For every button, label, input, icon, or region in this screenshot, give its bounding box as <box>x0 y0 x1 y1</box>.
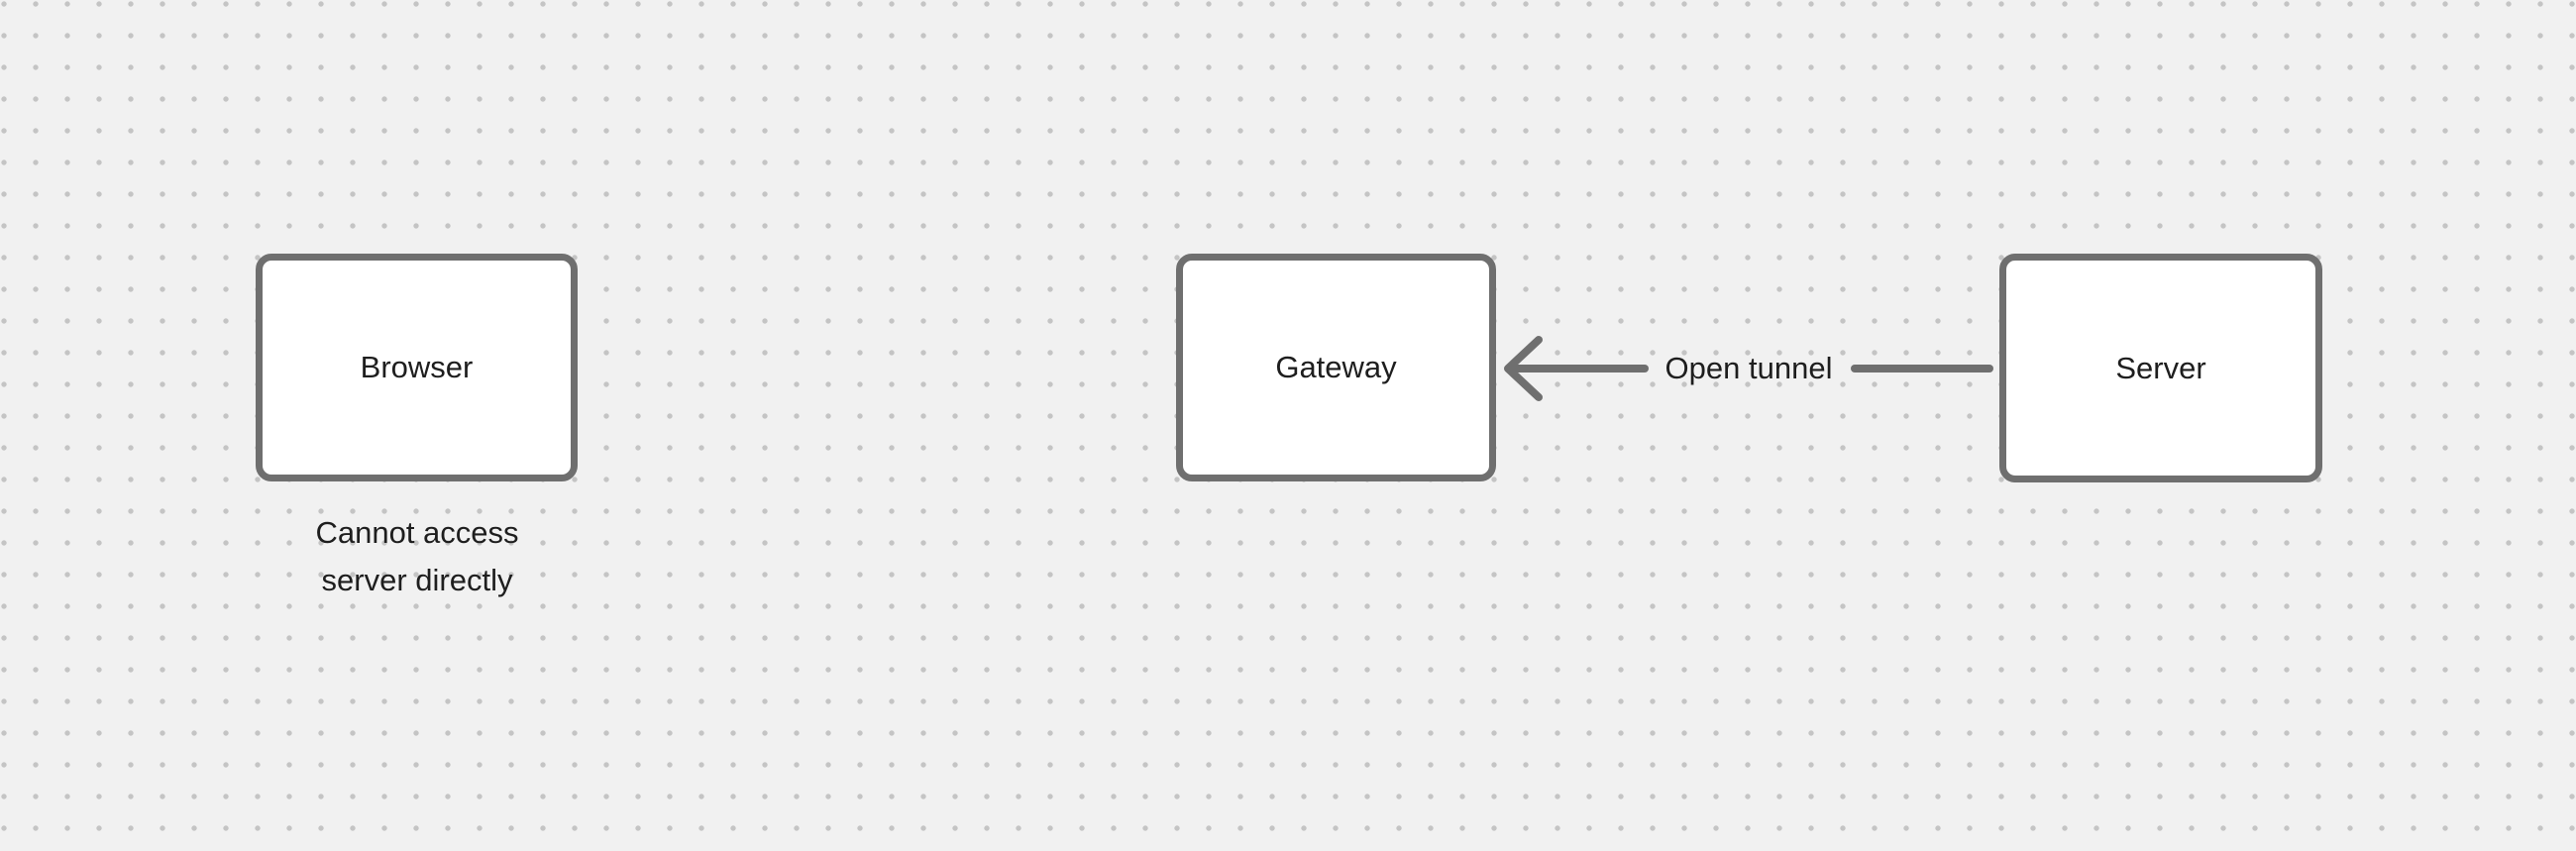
browser-caption-line2: server directly <box>321 563 513 597</box>
node-server[interactable]: Server <box>1999 254 2322 482</box>
node-server-label: Server <box>2115 350 2206 385</box>
node-browser[interactable]: Browser <box>256 254 578 481</box>
edge-label-open-tunnel[interactable]: Open tunnel <box>1664 351 1833 385</box>
node-gateway-label: Gateway <box>1275 350 1397 385</box>
browser-caption-line1: Cannot access <box>315 515 519 550</box>
node-browser-label: Browser <box>360 350 474 385</box>
browser-caption[interactable]: Cannot access server directly <box>315 509 518 604</box>
node-gateway[interactable]: Gateway <box>1176 254 1496 481</box>
